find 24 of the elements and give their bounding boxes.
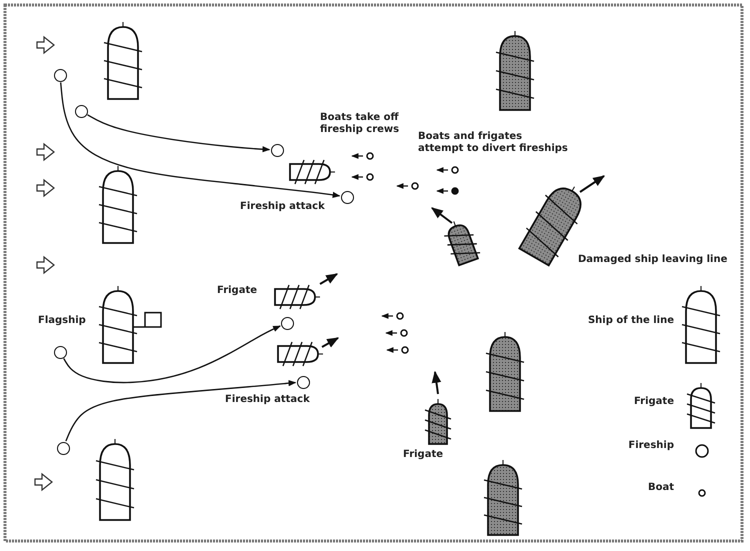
fireship-circle — [270, 144, 284, 156]
fireship-circle — [54, 68, 66, 82]
annotation-label: Flagship — [38, 315, 87, 327]
fireship-track-arrow — [65, 380, 296, 442]
annotation-label: Fireship attack — [225, 394, 311, 406]
fireship-circle — [56, 442, 70, 454]
annotation-label: Frigate — [217, 285, 258, 297]
fireship-circle — [340, 190, 354, 204]
fireship-circle — [54, 346, 66, 358]
annotation-label: Boats take off fireship crews — [320, 112, 400, 136]
annotation-label: Boats and frigates attempt to divert fireships — [418, 131, 568, 155]
annotation-label: Fireship attack — [240, 201, 326, 213]
annotation-label: Frigate — [403, 449, 444, 461]
fireship-track-arrow — [63, 325, 281, 384]
legend-label: Boat — [646, 482, 674, 494]
annotation-label: Damaged ship leaving line — [578, 254, 728, 266]
fireship-circle — [296, 376, 310, 388]
fireship-circle — [280, 316, 294, 330]
legend-label: Frigate — [632, 396, 674, 408]
fireship-circle — [74, 104, 88, 118]
fireship-track-arrow — [87, 114, 270, 152]
legend-label: Ship of the line — [586, 315, 674, 327]
fireship-track-arrow — [60, 82, 340, 198]
legend-label: Fireship — [627, 440, 674, 452]
